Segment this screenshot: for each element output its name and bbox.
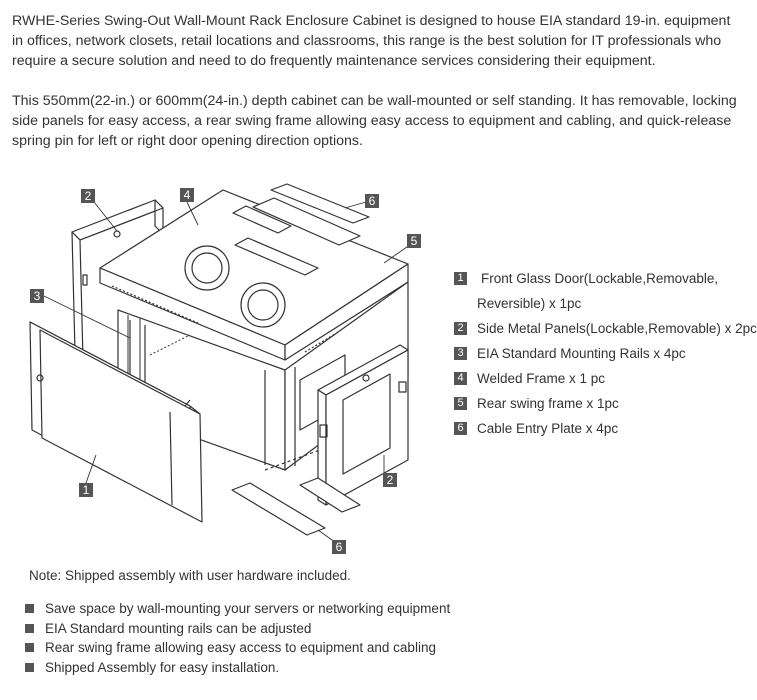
front-glass-door	[29, 321, 203, 523]
bullet-square-icon	[25, 623, 34, 633]
bullet-square-icon	[25, 643, 34, 653]
intro-paragraph-1: RWHE-Series Swing-Out Wall-Mount Rack En…	[12, 13, 731, 69]
part-number-badge: 1	[454, 272, 467, 285]
feature-text: EIA Standard mounting rails can be adjus…	[45, 620, 312, 636]
part-label: Front Glass Door(Lockable,Removable,	[481, 271, 719, 286]
shipping-note: Note: Shipped assembly with user hardwar…	[29, 568, 351, 583]
top-cover	[99, 189, 409, 361]
part-item: 2 Side Metal Panels(Lockable,Removable) …	[454, 316, 757, 341]
cable-entry-plate-bottom	[231, 477, 361, 536]
part-number-badge: 6	[454, 422, 467, 435]
part-label: EIA Standard Mounting Rails x 4pc	[477, 346, 686, 361]
part-number-badge: 3	[454, 347, 467, 360]
part-number-badge: 2	[454, 322, 467, 335]
feature-list: Save space by wall-mounting your servers…	[25, 599, 450, 678]
part-item: 4 Welded Frame x 1 pc	[454, 366, 750, 391]
bullet-square-icon	[25, 604, 34, 613]
callout-5: 5	[411, 234, 418, 248]
callout-3: 3	[34, 289, 41, 303]
callout-1: 1	[83, 483, 90, 497]
part-number-badge: 4	[454, 372, 467, 385]
callout-2-left: 2	[85, 189, 92, 203]
feature-text: Save space by wall-mounting your servers…	[45, 601, 451, 616]
parts-list: 1 Front Glass Door(Lockable,Removable, R…	[454, 266, 757, 441]
part-item: 1 Front Glass Door(Lockable,Removable,	[454, 266, 750, 291]
part-item: 5 Rear swing frame x 1pc	[454, 391, 750, 416]
feature-text: Shipped Assembly for easy installation.	[45, 660, 280, 676]
right-side-panel	[317, 344, 409, 506]
part-label: Welded Frame x 1 pc	[477, 371, 606, 386]
callout-2-right: 2	[387, 473, 394, 487]
feature-text: Rear swing frame allowing easy access to…	[45, 640, 436, 656]
feature-item: Save space by wall-mounting your servers…	[25, 599, 450, 619]
cable-entry-plate-top	[252, 183, 370, 246]
part-label: Cable Entry Plate x 4pc	[477, 421, 619, 436]
part-item: 3 EIA Standard Mounting Rails x 4pc	[454, 341, 750, 366]
callout-6-top: 6	[369, 194, 376, 208]
part-label-continuation: Reversible) x 1pc	[477, 296, 582, 311]
callout-6-bottom: 6	[336, 540, 343, 554]
left-side-panel	[71, 199, 164, 361]
part-label: Side Metal Panels(Lockable,Removable) x …	[477, 321, 757, 336]
callout-4: 4	[184, 188, 191, 202]
feature-item: EIA Standard mounting rails can be adjus…	[25, 619, 450, 639]
part-label: Rear swing frame x 1pc	[477, 396, 619, 411]
feature-item: Shipped Assembly for easy installation.	[25, 658, 450, 678]
part-item: 6 Cable Entry Plate x 4pc	[454, 416, 750, 441]
cabinet-exploded-diagram: 2 4 6 5 3 1 2 6	[29, 183, 421, 554]
intro-paragraph-2: This 550mm(22-in.) or 600mm(24-in.) dept…	[12, 93, 737, 149]
part-number-badge: 5	[454, 397, 467, 410]
part-item-continuation: Reversible) x 1pc	[454, 291, 750, 316]
feature-item: Rear swing frame allowing easy access to…	[25, 638, 450, 658]
bullet-square-icon	[25, 663, 34, 673]
